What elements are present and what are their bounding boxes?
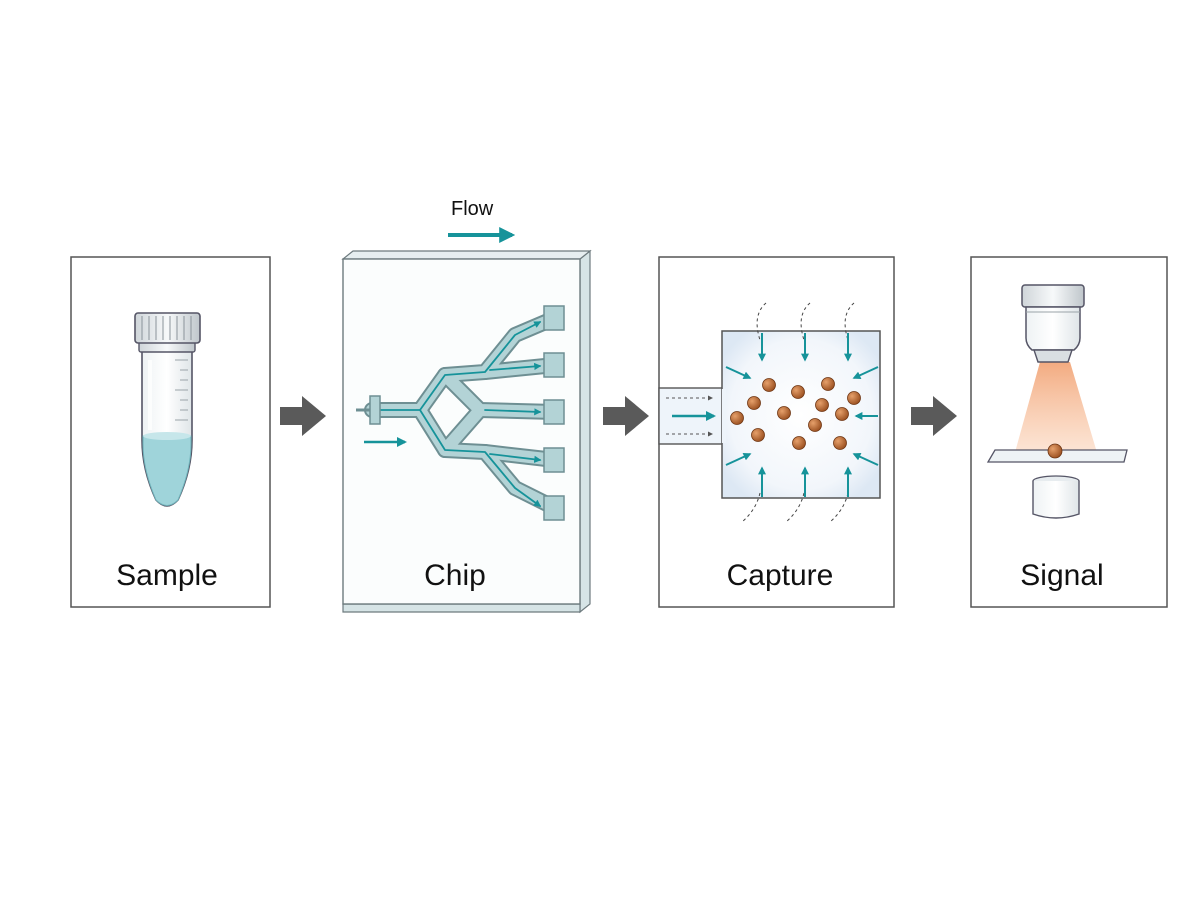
flow-indicator: Flow	[448, 198, 516, 243]
step-arrow-icon	[911, 396, 957, 436]
panel-label-sample: Sample	[116, 559, 218, 592]
step-arrow-icon	[603, 396, 649, 436]
microfluidic-chip-icon	[356, 305, 565, 521]
capture-panel: Capture	[658, 256, 895, 608]
microscope-objective-icon	[986, 284, 1128, 519]
capture-chamber-icon	[658, 302, 881, 523]
panel-label-signal: Signal	[1020, 559, 1103, 592]
signal-panel: Signal	[970, 256, 1168, 608]
tube-icon	[134, 312, 201, 507]
step-arrow-icon	[280, 396, 326, 436]
chip-panel: Chip	[341, 249, 592, 614]
panel-label-capture: Capture	[727, 559, 834, 592]
panel-label-chip: Chip	[424, 559, 486, 592]
sample-panel: Sample	[70, 256, 271, 608]
flow-label: Flow	[451, 198, 494, 220]
